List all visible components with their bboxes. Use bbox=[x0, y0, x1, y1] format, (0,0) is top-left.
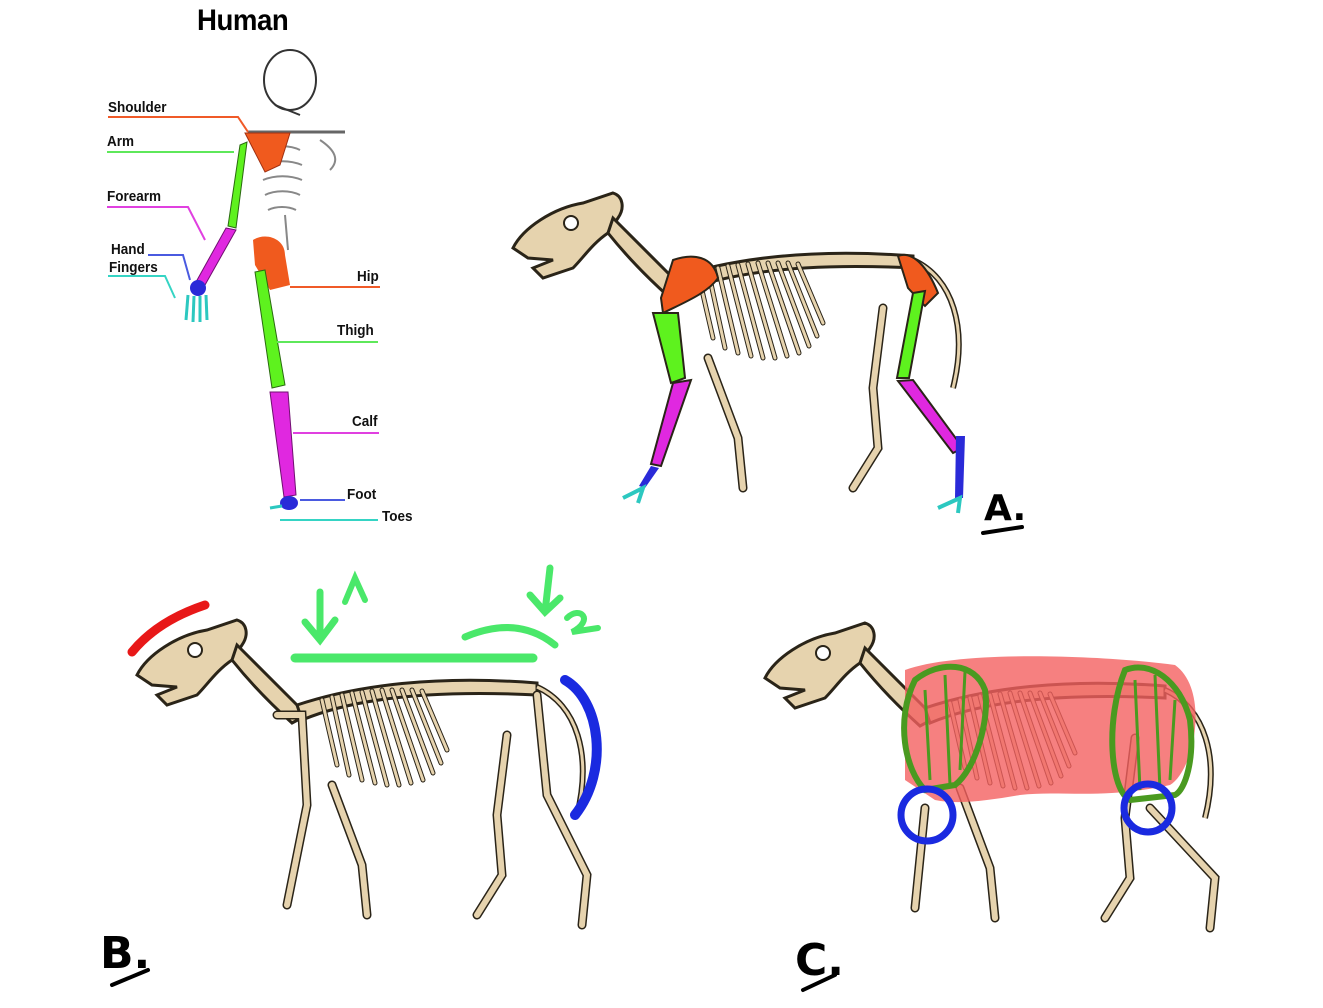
tail-curve bbox=[560, 675, 602, 820]
curve-line bbox=[461, 624, 559, 649]
panel-c-letter: C. bbox=[795, 935, 845, 986]
body-mass bbox=[905, 656, 1196, 803]
hip-mass bbox=[1109, 664, 1195, 804]
human-skeleton bbox=[184, 49, 345, 510]
panel-a-skeleton bbox=[513, 193, 965, 514]
panel-b-letter: B. bbox=[100, 928, 151, 979]
leader-lines bbox=[107, 116, 380, 521]
label-2 bbox=[564, 610, 601, 635]
panel-c-skeleton bbox=[765, 623, 1220, 933]
panel-c-annotations bbox=[897, 656, 1196, 845]
label-hip: Hip bbox=[357, 268, 379, 285]
panel-b-annotations bbox=[127, 564, 602, 820]
panel-a-letter: A. bbox=[984, 488, 1027, 529]
arrow-2 bbox=[526, 564, 564, 618]
head-line bbox=[127, 600, 210, 657]
label-toes: Toes bbox=[382, 508, 413, 525]
label-hand: Hand bbox=[111, 241, 145, 258]
arrow-1 bbox=[301, 588, 339, 646]
label-thigh: Thigh bbox=[337, 322, 374, 339]
panel-b-skeleton bbox=[137, 620, 592, 930]
label-calf: Calf bbox=[352, 413, 378, 430]
label-shoulder: Shoulder bbox=[108, 99, 167, 116]
label-forearm: Forearm bbox=[107, 188, 162, 205]
label-1 bbox=[342, 570, 368, 605]
label-arm: Arm bbox=[107, 133, 135, 150]
human-panel-title: Human bbox=[197, 4, 289, 37]
label-fingers: Fingers bbox=[109, 259, 158, 276]
knee-circle bbox=[1120, 780, 1176, 836]
shoulder-mass bbox=[901, 663, 989, 794]
elbow-circle bbox=[897, 785, 957, 845]
label-foot: Foot bbox=[347, 486, 377, 503]
